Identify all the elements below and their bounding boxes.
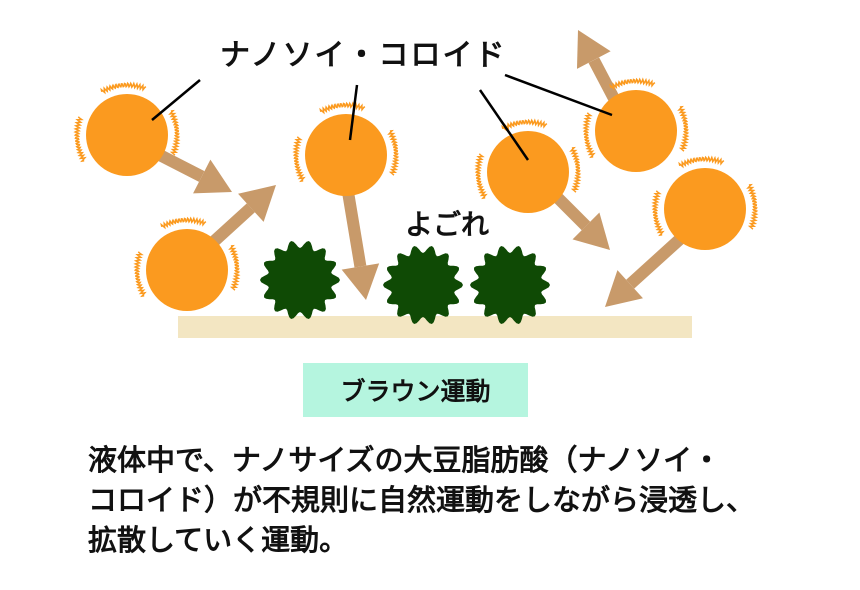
description-line: 液体中で、ナノサイズの大豆脂肪酸（ナノソイ・ <box>88 443 722 477</box>
vibration-mark <box>160 216 207 230</box>
vibration-mark <box>651 190 665 237</box>
arrow-head <box>605 270 643 307</box>
description: 液体中で、ナノサイズの大豆脂肪酸（ナノソイ・ コロイド）が不規則に自然運動をしな… <box>88 440 755 560</box>
vibration-mark <box>582 112 596 159</box>
description-line: コロイド）が不規則に自然運動をしながら浸透し、 <box>88 483 756 517</box>
description-line: 拡散していく運動。 <box>88 523 349 557</box>
vibration-mark <box>609 77 656 91</box>
dirt-particle <box>260 241 340 319</box>
leader-line <box>151 79 201 121</box>
vibration-mark <box>228 244 241 291</box>
arrow-head <box>238 185 276 222</box>
vibration-mark <box>73 116 87 163</box>
vibration-mark <box>569 146 582 193</box>
nano-particle <box>487 131 569 213</box>
vibration-mark <box>292 136 306 183</box>
arrow-shaft <box>205 203 255 250</box>
dirt-particle <box>383 246 463 324</box>
leader-line <box>478 89 530 161</box>
caption-box: ブラウン運動 <box>303 363 528 417</box>
surface <box>178 316 692 338</box>
leader-line <box>348 84 359 141</box>
leader-line <box>504 73 613 117</box>
vibration-mark <box>387 129 400 176</box>
nano-particle <box>595 90 677 172</box>
nano-particle <box>305 114 387 196</box>
nano-particle <box>664 168 746 250</box>
dirt-particle <box>470 246 550 324</box>
particle-label: ナノソイ・コロイド <box>220 38 507 73</box>
arrow-head <box>572 212 610 250</box>
arrow-head <box>341 263 380 300</box>
nano-particle <box>86 94 168 176</box>
vibration-mark <box>168 109 181 156</box>
vibration-mark <box>133 251 147 298</box>
arrow-head <box>193 159 232 194</box>
vibration-mark <box>746 183 759 230</box>
vibration-mark <box>501 118 548 132</box>
vibration-mark <box>319 101 366 115</box>
vibration-mark <box>677 105 690 152</box>
arrow-head <box>576 30 611 69</box>
vibration-mark <box>100 81 147 95</box>
vibration-mark <box>678 155 725 169</box>
dirt-label: よごれ <box>405 208 490 241</box>
nano-particle <box>146 229 228 311</box>
vibration-mark <box>474 153 488 200</box>
